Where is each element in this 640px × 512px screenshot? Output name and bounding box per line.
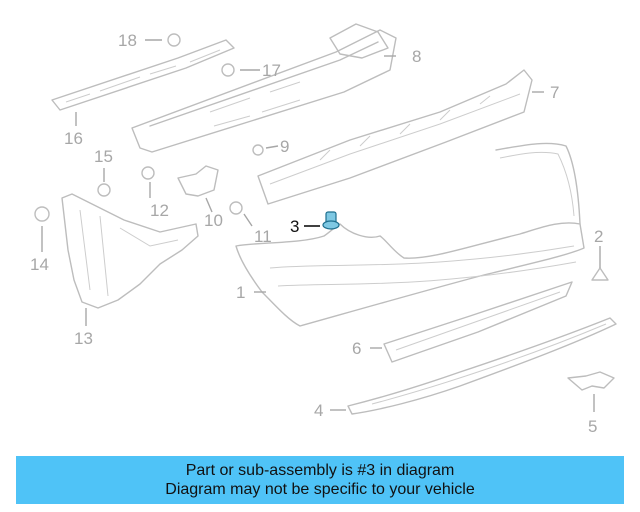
callout-12: 12 [150,201,169,220]
part-16-strip [51,39,235,111]
part-3-retainer [322,211,340,230]
leader-lines [41,39,601,412]
callout-10: 10 [204,211,223,230]
callout-17: 17 [262,61,281,80]
callout-3: 3 [290,217,299,236]
callout-8: 8 [412,47,421,66]
parts-diagram: 18 8 17 7 16 9 15 12 10 11 3 2 14 1 13 6… [30,23,617,436]
part-1-bumper-cover [235,142,585,327]
part-10-bracket [177,165,219,197]
callout-16: 16 [64,129,83,148]
banner-line-2: Diagram may not be specific to your vehi… [165,481,475,498]
part-5-bracket [567,371,615,391]
callout-15: 15 [94,147,113,166]
callout-11: 11 [254,227,272,246]
part-13-side-bracket [61,193,199,309]
part-8-beam [131,23,397,153]
part-4-valance [347,317,617,415]
callout-6: 6 [352,339,361,358]
callout-13: 13 [74,329,93,348]
callout-7: 7 [550,83,559,102]
callout-1: 1 [236,283,245,302]
banner-line-1: Part or sub-assembly is #3 in diagram [185,462,455,479]
fasteners [34,33,609,281]
part-6-trim [383,281,573,363]
callout-14: 14 [30,255,49,274]
callout-9: 9 [280,137,289,156]
callout-18: 18 [118,31,137,50]
info-banner: Part or sub-assembly is #3 in diagram Di… [16,456,624,504]
callout-5: 5 [588,417,597,436]
callout-labels: 18 8 17 7 16 9 15 12 10 11 3 2 14 1 13 6… [30,31,603,436]
callout-2: 2 [594,227,603,246]
part-7-absorber [257,69,533,205]
callout-4: 4 [314,401,323,420]
